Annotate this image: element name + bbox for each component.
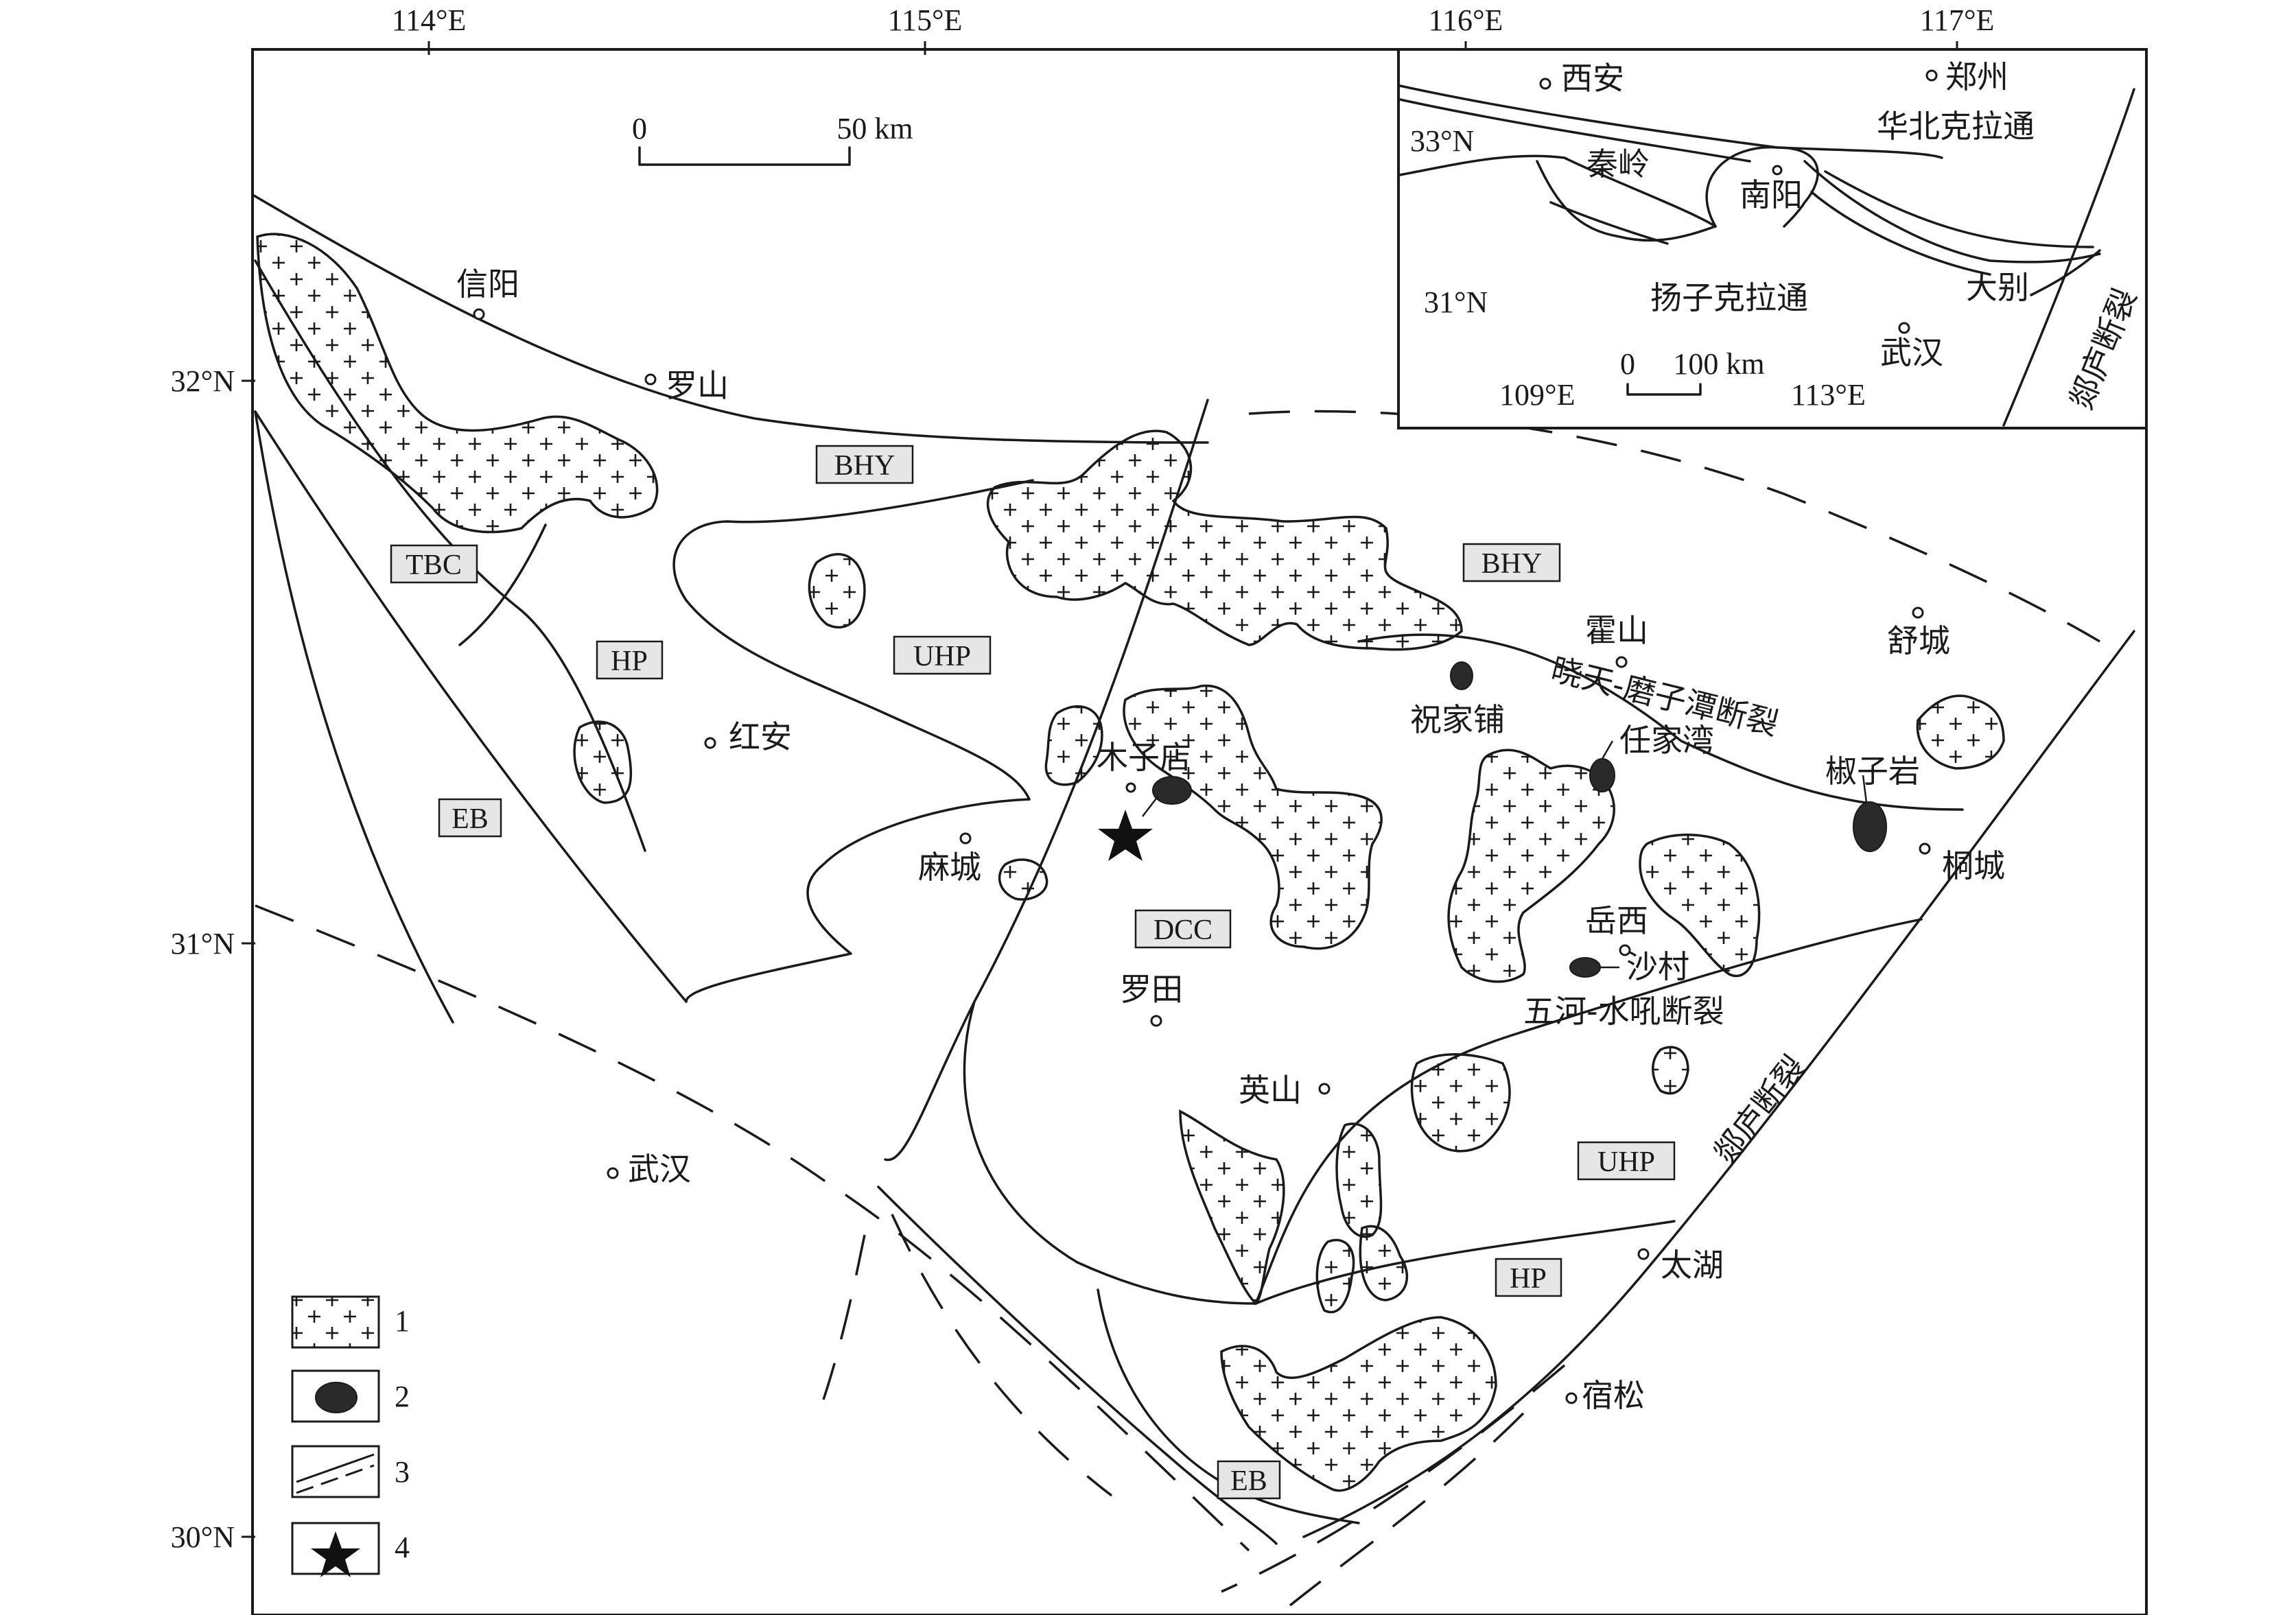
inset-lat: 31°N <box>1424 285 1488 319</box>
legend-label: 3 <box>395 1455 410 1489</box>
unit-label-hp: HP <box>1495 1258 1562 1297</box>
town-label: 红安 <box>729 718 792 755</box>
unit-label-eb: EB <box>1217 1460 1281 1500</box>
town-label: 任家湾 <box>1619 722 1714 759</box>
inset-place: 西安 <box>1561 60 1624 97</box>
scale-end: 50 km <box>836 112 913 145</box>
lat-label: 30°N <box>171 1520 235 1554</box>
town-label: 霍山 <box>1585 612 1648 649</box>
unit-label-bhy: BHY <box>1462 543 1561 582</box>
svg-text:TBC: TBC <box>406 550 462 581</box>
inset-scale-end: 100 km <box>1673 347 1764 381</box>
scale-bar: 0 50 km <box>632 112 913 166</box>
svg-text:UHP: UHP <box>913 641 971 672</box>
town-label: 岳西 <box>1585 902 1648 939</box>
unit-label-uhp: UHP <box>1577 1141 1676 1181</box>
inset-lon: 109°E <box>1499 378 1575 412</box>
unit-label-bhy: BHY <box>815 445 914 484</box>
inset-region: 大别 <box>1966 269 2029 306</box>
town-label: 麻城 <box>918 849 981 886</box>
inset-map: 西安 郑州 南阳 武汉 华北克拉通 秦岭 扬子克拉通 大别 郯庐断裂 33°N … <box>1397 48 2148 429</box>
unit-label-eb: EB <box>438 798 502 838</box>
inset-lat: 33°N <box>1410 124 1474 158</box>
town-label: 木子店 <box>1097 739 1191 776</box>
svg-text:DCC: DCC <box>1153 915 1213 946</box>
legend-label: 1 <box>395 1304 410 1338</box>
svg-text:EB: EB <box>452 803 489 835</box>
lat-label: 32°N <box>171 364 235 398</box>
lon-label: 117°E <box>1920 3 1995 37</box>
scale-zero: 0 <box>632 112 647 145</box>
town-label: 信阳 <box>456 266 519 303</box>
latitude-axis: 32°N 31°N 30°N <box>171 364 255 1554</box>
unit-label-uhp: UHP <box>893 635 992 675</box>
svg-text:BHY: BHY <box>834 450 895 482</box>
granite-bodies <box>256 233 2005 1492</box>
svg-text:UHP: UHP <box>1597 1146 1655 1178</box>
fault-label-wuhe: 五河-水吼断裂 <box>1523 993 1724 1030</box>
map-frame <box>251 48 2148 1615</box>
lon-label: 116°E <box>1429 3 1503 37</box>
sample-star-icon <box>1098 810 1153 861</box>
inset-region: 秦岭 <box>1586 145 1650 182</box>
town-label: 武汉 <box>628 1151 691 1188</box>
unit-labels: BHY BHY TBC HP UHP EB DCC UHP HP EB <box>390 445 1676 1500</box>
ultramafic-bodies <box>1152 661 1887 978</box>
dashed-boundaries <box>255 410 2100 1607</box>
towns: 信阳 罗山 红安 麻城 木子店 罗田 英山 武汉 霍山 舒城 祝家铺 任家湾 椒… <box>456 266 2005 1414</box>
longitude-axis: 114°E 115°E 116°E 117°E <box>392 3 1995 55</box>
svg-text:HP: HP <box>1510 1263 1547 1295</box>
town-label: 桐城 <box>1942 847 2005 884</box>
lon-label: 114°E <box>392 3 467 37</box>
town-label: 宿松 <box>1582 1377 1645 1414</box>
town-label: 罗山 <box>666 367 729 404</box>
leader-lines <box>1142 740 1868 969</box>
fault-label-tanlu: 郯庐断裂 <box>1706 1049 1813 1171</box>
svg-text:BHY: BHY <box>1481 548 1543 580</box>
svg-text:EB: EB <box>1230 1465 1267 1497</box>
inset-scale-zero: 0 <box>1620 347 1635 381</box>
lon-label: 115°E <box>888 3 963 37</box>
unit-label-dcc: DCC <box>1134 909 1232 949</box>
town-label: 祝家铺 <box>1410 701 1505 738</box>
town-label: 舒城 <box>1887 622 1950 659</box>
town-label: 太湖 <box>1661 1247 1724 1284</box>
town-label: 沙村 <box>1626 948 1689 985</box>
inset-region: 扬子克拉通 <box>1650 279 1808 316</box>
town-label: 罗田 <box>1120 971 1183 1008</box>
inset-place: 郑州 <box>1945 58 2008 95</box>
inset-place: 武汉 <box>1880 334 1943 371</box>
inset-lon: 113°E <box>1791 378 1866 412</box>
legend: 1 2 3 4 <box>291 1295 410 1577</box>
inset-place: 南阳 <box>1739 176 1803 213</box>
inset-region: 华北克拉通 <box>1877 108 2035 145</box>
unit-label-tbc: TBC <box>390 544 478 584</box>
svg-text:HP: HP <box>611 646 648 677</box>
unit-label-hp: HP <box>596 640 664 680</box>
legend-label: 4 <box>395 1531 410 1564</box>
lat-label: 31°N <box>171 927 235 960</box>
town-label: 英山 <box>1239 1072 1302 1109</box>
legend-label: 2 <box>395 1380 410 1413</box>
legend-swatch-granite <box>291 1295 380 1349</box>
town-label: 椒子岩 <box>1825 753 1920 790</box>
